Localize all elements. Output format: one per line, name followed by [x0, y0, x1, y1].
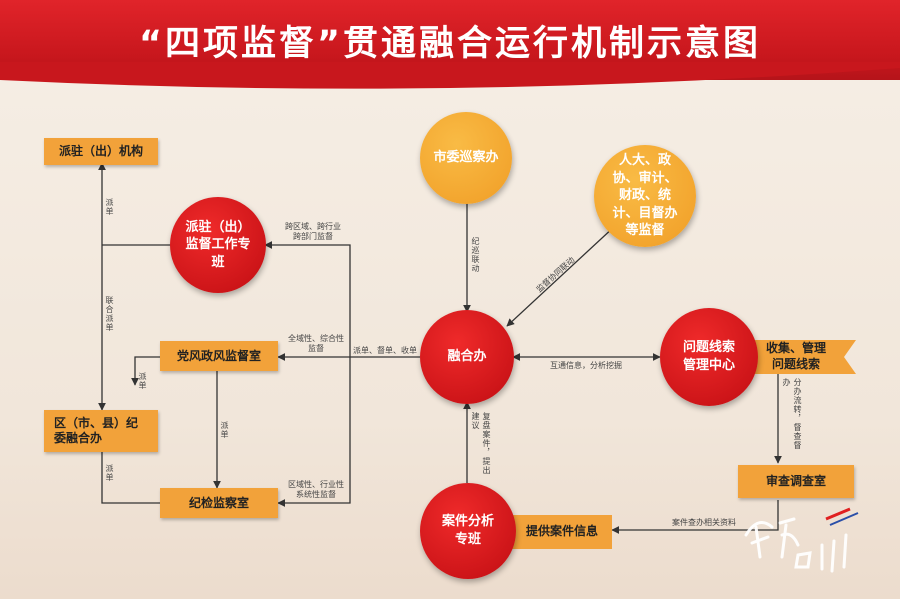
edge-label-kuaquyu: 跨区域、跨行业跨部门监督 [285, 222, 341, 242]
edge-label-anjian-ziliao: 案件查办相关资料 [672, 518, 736, 527]
edge-label-fuban: 复盘案件，提出建议 [471, 412, 491, 475]
wenti-zhongxin-circle: 问题线索管理中心 [660, 308, 758, 406]
ronghe-renda-line [506, 225, 616, 327]
ronghe-ban-circle: 融合办 [420, 310, 514, 404]
anjian-zhuanban-circle: 案件分析专班 [420, 483, 516, 579]
jijian-shi-box: 纪检监察室 [160, 488, 278, 518]
tigong-xinxi-tag: 提供案件信息 [525, 524, 598, 539]
shiwei-xuncha-circle: 市委巡察办 [420, 112, 512, 204]
edge-label-paidan-1: 派单 [105, 198, 114, 216]
tigong-tag-shape [502, 515, 612, 549]
edge-label-jixun-liandong: 纪巡联动 [471, 237, 480, 273]
bus-to-zhuanban-line [264, 241, 420, 358]
edge-label-quyu-hangye: 区域性、行业性系统性监督 [288, 480, 344, 500]
shencha-to-tigong-line [611, 500, 779, 534]
edge-label-paidan-4: 派单 [105, 464, 114, 482]
renda-circle: 人大、政协、审计、财政、统计、目督办等监督 [594, 145, 696, 247]
bus-to-jijian-line [277, 357, 351, 507]
lianjie-sichuan-logo [744, 507, 859, 573]
edge-label-hutong-xinxi: 互通信息，分析挖掘 [550, 361, 622, 370]
qu-ronghe-box: 区（市、县）纪委融合办 [44, 410, 158, 452]
edge-label-quanyu: 全域性、综合性监督 [288, 334, 344, 354]
jijian-to-qu-line [98, 437, 160, 504]
dangfeng-to-qu-line [131, 356, 160, 386]
paizhu-jigou-box: 派驻（出）机构 [44, 138, 158, 165]
dangfeng-shi-box: 党风政风监督室 [160, 341, 278, 371]
shencha-shi-box: 审查调查室 [738, 465, 854, 498]
banner-curve [0, 62, 900, 89]
edge-label-paidan-3: 派单 [220, 421, 229, 439]
edge-label-fenban: 分办流转，督查督办 [782, 378, 802, 450]
page-title: “四项监督”贯通融合运行机制示意图 [138, 23, 761, 64]
edge-label-paidan-2: 派单 [138, 372, 147, 390]
edge-label-paidan-duban: 派单、督单、收单 [353, 346, 417, 355]
edge-label-lianhe-paidan: 联合派单 [105, 296, 114, 332]
paizhu-zhuanban-circle: 派驻（出）监督工作专班 [170, 197, 266, 293]
shouji-tag-shape [748, 340, 856, 374]
shouji-guanli-tag: 收集、管理问题线索 [765, 341, 826, 371]
